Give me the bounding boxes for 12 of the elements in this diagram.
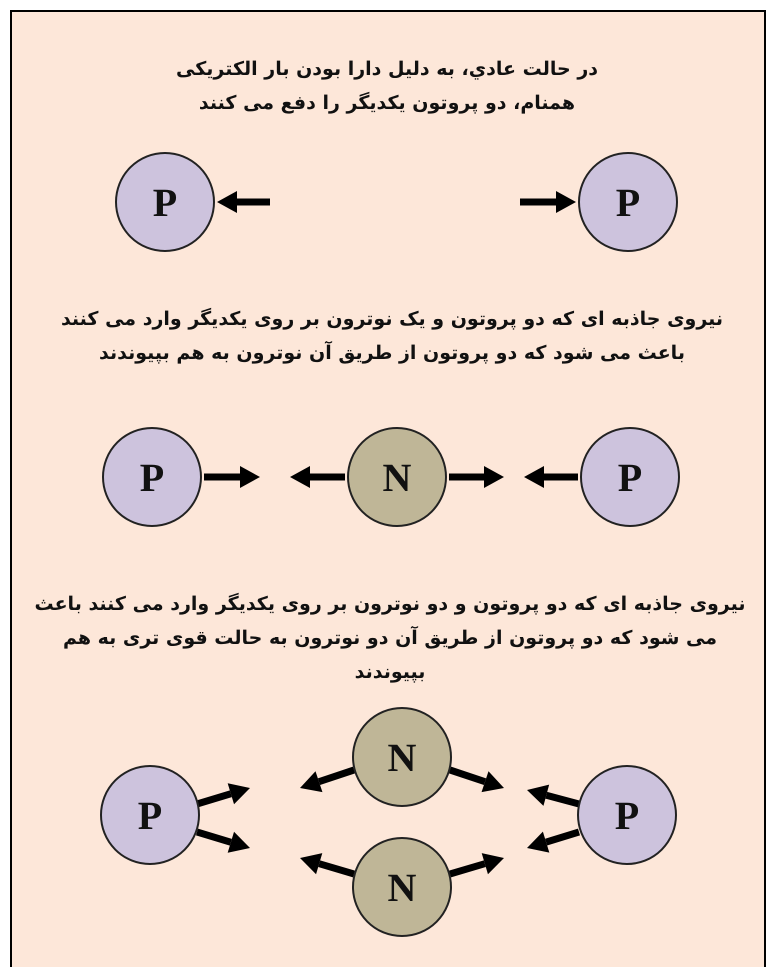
- particle-letter: P: [618, 454, 642, 500]
- paragraph-text: نیروی جاذبه ای که دو پروتون و دو نوترون بر روی یکدیگر وارد می کنند باعث می شود که دو پروتون از طریق آن دو نوترون به حالت قوی تری به هم بپیوندند: [33, 592, 747, 685]
- paragraph-text: در حالت عادي، به دليل دارا بودن بار الکتريکی همنام، دو پروتون يکديگر را دفع می کنند: [174, 57, 600, 116]
- particle-letter: N: [388, 734, 416, 780]
- particle-letter: N: [382, 454, 412, 500]
- particle-letter: P: [614, 792, 640, 838]
- paragraph-text: نیروی جاذبه ای که دو پروتون و یک نوترون بر روی یکدیگر وارد می کنند باعث می شود که دو پروتون از طریق آن نوترون به هم بپیوندند: [60, 306, 724, 366]
- particle-letter: N: [388, 864, 416, 910]
- particle-letter: P: [140, 454, 164, 500]
- particle-letter: P: [152, 178, 178, 226]
- particle-letter: P: [616, 178, 640, 226]
- particle-letter: P: [138, 792, 162, 838]
